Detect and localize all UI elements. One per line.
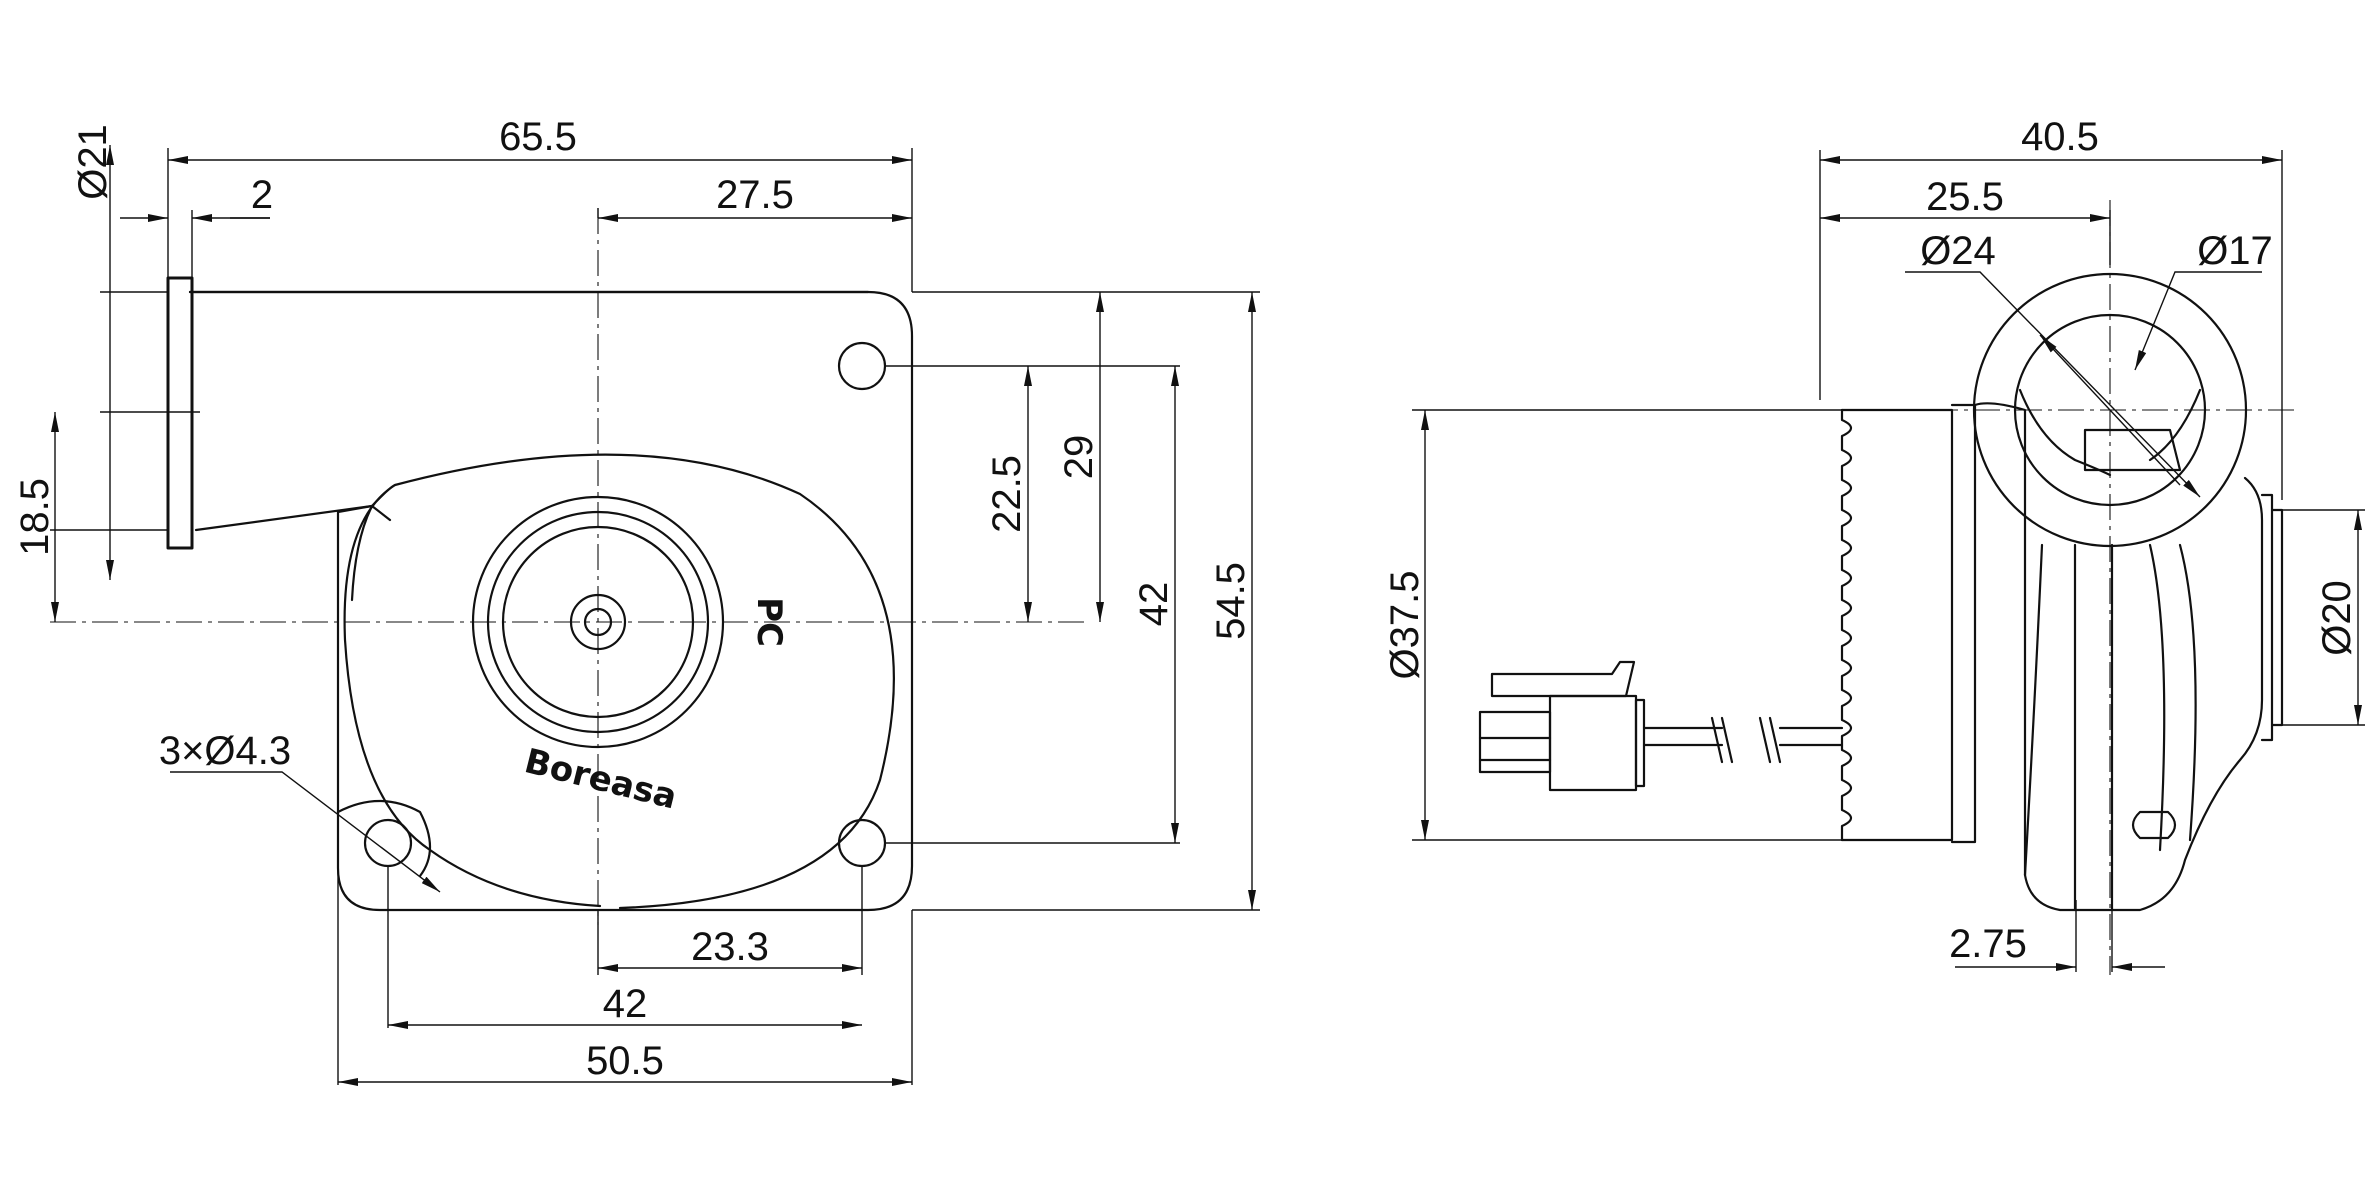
mount-hole-bottom-left <box>363 818 413 868</box>
volute-scroll <box>343 483 602 908</box>
dim-42-vertical: 42 <box>1132 582 1176 627</box>
dim-42-horizontal: 42 <box>603 982 648 1026</box>
connector <box>1478 660 1844 792</box>
outlet-tube <box>188 290 870 532</box>
dim-outlet-diameter: Ø21 <box>71 124 115 200</box>
mount-hole-top <box>837 341 887 391</box>
outlet-flange <box>166 276 194 550</box>
dim-motor-37-5: Ø37.5 <box>1383 571 1427 680</box>
dim-hole-callout: 3×Ø4.3 <box>159 729 291 773</box>
dim-outlet-half: 27.5 <box>716 173 794 217</box>
side-housing <box>1973 402 2264 912</box>
dim-29: 29 <box>1057 435 1101 480</box>
dim-side-25-5: 25.5 <box>1926 175 2004 219</box>
dim-total-width: 65.5 <box>499 115 577 159</box>
stator-fins <box>1840 408 1853 842</box>
dim-outlet-17: Ø17 <box>2197 229 2273 273</box>
side-view: 40.5 25.5 Ø24 Ø17 Ø37.5 Ø20 2.75 <box>1383 115 2365 975</box>
mount-hole-bottom-right <box>837 818 887 868</box>
dim-outlet-24: Ø24 <box>1920 229 1996 273</box>
motor-stator <box>1840 408 1954 842</box>
dim-54-5: 54.5 <box>1209 562 1253 640</box>
dim-outlet-offset: 18.5 <box>13 478 57 556</box>
dim-flange-thickness: 2 <box>251 173 273 217</box>
dim-inlet-20: Ø20 <box>2315 580 2359 656</box>
dim-23-3: 23.3 <box>691 925 769 969</box>
dim-22-5: 22.5 <box>985 455 1029 533</box>
front-view: PC Boreasa Ø21 65.5 2 27.5 18.5 <box>13 115 1260 1086</box>
dim-50-5: 50.5 <box>586 1039 664 1083</box>
brand-logo: Boreasa <box>521 741 681 817</box>
dim-side-2-75: 2.75 <box>1949 922 2027 966</box>
inlet-collar <box>2260 493 2284 742</box>
dim-side-depth: 40.5 <box>2021 115 2099 159</box>
housing-outline <box>188 290 914 912</box>
